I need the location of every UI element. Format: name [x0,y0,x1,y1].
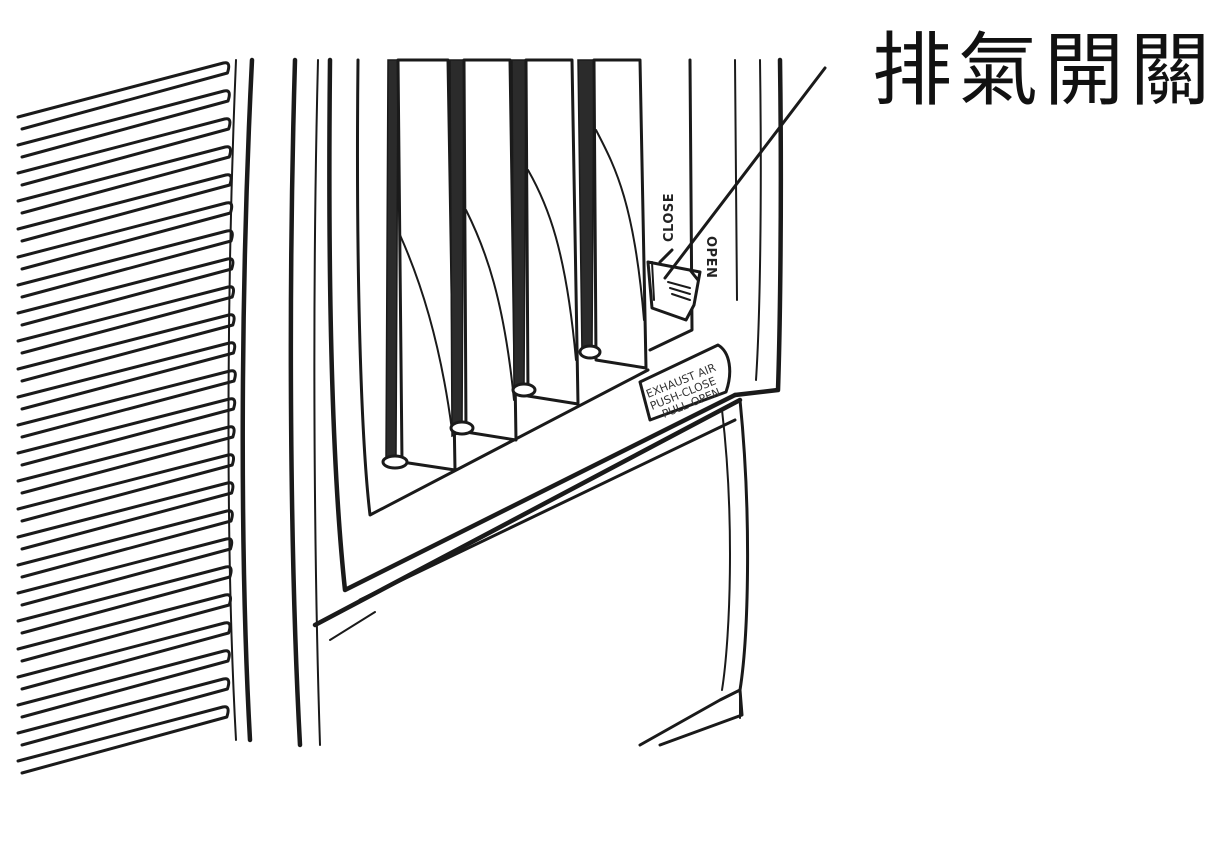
exhaust-sticker: EXHAUST AIR PUSH-CLOSE PULL-OPEN [638,343,732,422]
grille-slat [16,313,236,383]
grille-slat [16,425,236,495]
grille-slat [16,705,230,775]
grille-slat [16,229,234,299]
grille-slat [16,173,233,243]
callout-label: 排氣開關 [872,24,1216,117]
louver-frame [327,57,784,593]
grille-slat [16,453,236,523]
grille-slat [16,257,235,327]
switch-grip [667,281,691,301]
grille-slat [16,341,237,411]
grille-slat [16,369,237,439]
cabinet-body [288,57,750,748]
grille-slat [16,89,231,159]
grille-slat [16,201,234,271]
grille-slat [16,509,234,579]
vertical-louvers [381,58,648,472]
switch-close-label: CLOSE [662,193,677,242]
grille-slat [16,677,231,747]
grille-slat [16,117,232,187]
switch-open-label: OPEN [703,236,718,278]
grille-slat [16,481,235,551]
side-grille [16,57,255,775]
grille-slat [16,649,231,719]
grille-slat [16,621,232,691]
exhaust-switch[interactable] [646,248,702,322]
grille-slat [16,61,231,131]
callout-leader-line [663,66,827,280]
grille-slat [16,285,236,355]
grille-slat [16,593,233,663]
grille-slat [16,565,233,635]
grille-slat [16,537,234,607]
grille-slat [16,397,237,467]
grille-slat [16,145,233,215]
